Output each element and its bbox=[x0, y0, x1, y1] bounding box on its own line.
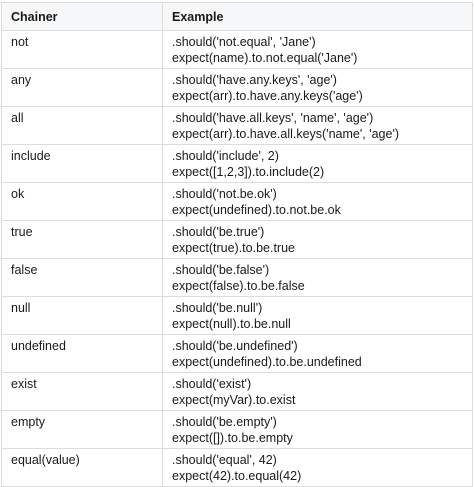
should-example: .should('include', 2) bbox=[172, 149, 279, 163]
should-example: .should('exist') bbox=[172, 377, 252, 391]
chainer-cell: not bbox=[1, 30, 163, 69]
expect-example: expect(name).to.not.equal('Jane') bbox=[172, 51, 358, 65]
expect-example: expect([1,2,3]).to.include(2) bbox=[172, 165, 325, 179]
table-row: true .should('be.true') expect(true).to.… bbox=[1, 220, 473, 259]
table-row: not .should('not.equal', 'Jane') expect(… bbox=[1, 30, 473, 69]
should-example: .should('not.equal', 'Jane') bbox=[172, 35, 316, 49]
should-example: .should('be.null') bbox=[172, 301, 263, 315]
example-cell: .should('be.true') expect(true).to.be.tr… bbox=[162, 220, 473, 259]
example-cell: .should('not.equal', 'Jane') expect(name… bbox=[162, 30, 473, 69]
table-row: empty .should('be.empty') expect([]).to.… bbox=[1, 410, 473, 449]
expect-example: expect(42).to.equal(42) bbox=[172, 469, 302, 483]
example-cell: .should('have.all.keys', 'name', 'age') … bbox=[162, 106, 473, 145]
example-cell: .should('have.any.keys', 'age') expect(a… bbox=[162, 68, 473, 107]
example-cell: .should('be.false') expect(false).to.be.… bbox=[162, 258, 473, 297]
should-example: .should('have.all.keys', 'name', 'age') bbox=[172, 111, 374, 125]
column-header-chainer: Chainer bbox=[1, 2, 163, 31]
table-row: undefined .should('be.undefined') expect… bbox=[1, 334, 473, 373]
table-header-row: Chainer Example bbox=[1, 2, 473, 31]
example-cell: .should('be.null') expect(null).to.be.nu… bbox=[162, 296, 473, 335]
expect-example: expect(undefined).to.be.undefined bbox=[172, 355, 362, 369]
table-row: all .should('have.all.keys', 'name', 'ag… bbox=[1, 106, 473, 145]
chainer-cell: null bbox=[1, 296, 163, 335]
chainer-cell: true bbox=[1, 220, 163, 259]
expect-example: expect([]).to.be.empty bbox=[172, 431, 293, 445]
chainer-cell: undefined bbox=[1, 334, 163, 373]
should-example: .should('not.be.ok') bbox=[172, 187, 277, 201]
expect-example: expect(myVar).to.exist bbox=[172, 393, 296, 407]
expect-example: expect(null).to.be.null bbox=[172, 317, 291, 331]
chainer-cell: empty bbox=[1, 410, 163, 449]
should-example: .should('equal', 42) bbox=[172, 453, 277, 467]
chainer-cell: equal(value) bbox=[1, 448, 163, 487]
should-example: .should('be.true') bbox=[172, 225, 265, 239]
expect-example: expect(true).to.be.true bbox=[172, 241, 295, 255]
table-row: null .should('be.null') expect(null).to.… bbox=[1, 296, 473, 335]
example-cell: .should('equal', 42) expect(42).to.equal… bbox=[162, 448, 473, 487]
chainer-cell: all bbox=[1, 106, 163, 145]
should-example: .should('be.empty') bbox=[172, 415, 277, 429]
table-header: Chainer Example bbox=[1, 2, 473, 31]
table-row: ok .should('not.be.ok') expect(undefined… bbox=[1, 182, 473, 221]
table-row: include .should('include', 2) expect([1,… bbox=[1, 144, 473, 183]
expect-example: expect(arr).to.have.any.keys('age') bbox=[172, 89, 363, 103]
expect-example: expect(false).to.be.false bbox=[172, 279, 305, 293]
example-cell: .should('be.empty') expect([]).to.be.emp… bbox=[162, 410, 473, 449]
expect-example: expect(arr).to.have.all.keys('name', 'ag… bbox=[172, 127, 400, 141]
should-example: .should('be.false') bbox=[172, 263, 270, 277]
column-header-example: Example bbox=[162, 2, 473, 31]
example-cell: .should('include', 2) expect([1,2,3]).to… bbox=[162, 144, 473, 183]
example-cell: .should('be.undefined') expect(undefined… bbox=[162, 334, 473, 373]
chainer-cell: ok bbox=[1, 182, 163, 221]
should-example: .should('have.any.keys', 'age') bbox=[172, 73, 337, 87]
example-cell: .should('exist') expect(myVar).to.exist bbox=[162, 372, 473, 411]
table-row: false .should('be.false') expect(false).… bbox=[1, 258, 473, 297]
chainer-cell: false bbox=[1, 258, 163, 297]
table-row: exist .should('exist') expect(myVar).to.… bbox=[1, 372, 473, 411]
table-row: equal(value) .should('equal', 42) expect… bbox=[1, 448, 473, 487]
chainer-cell: exist bbox=[1, 372, 163, 411]
should-example: .should('be.undefined') bbox=[172, 339, 298, 353]
example-cell: .should('not.be.ok') expect(undefined).t… bbox=[162, 182, 473, 221]
chainer-cell: any bbox=[1, 68, 163, 107]
chainer-cell: include bbox=[1, 144, 163, 183]
table-body: not .should('not.equal', 'Jane') expect(… bbox=[1, 30, 473, 487]
table-row: any .should('have.any.keys', 'age') expe… bbox=[1, 68, 473, 107]
expect-example: expect(undefined).to.not.be.ok bbox=[172, 203, 341, 217]
